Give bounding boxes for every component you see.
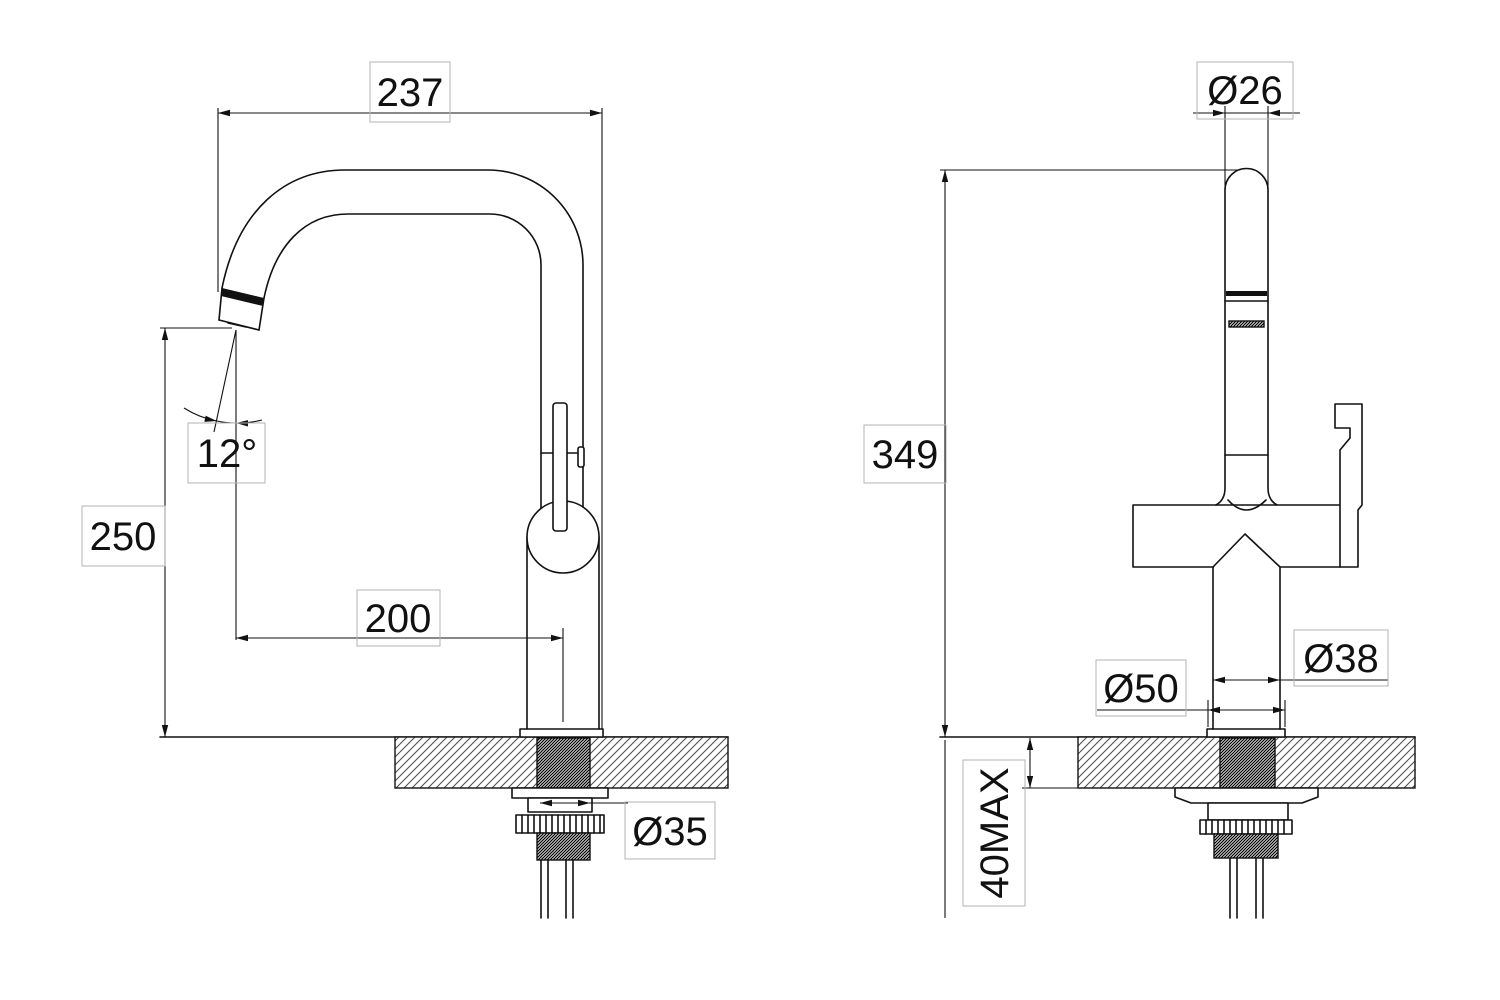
total-height-label: 349 [872, 433, 939, 477]
side-mounting-flange [519, 728, 604, 738]
front-spout-base-curve [1227, 499, 1267, 511]
body-diameter-label: Ø38 [1303, 637, 1379, 681]
base-diameter-dimension: Ø50 [1095, 659, 1286, 727]
counter-thickness-label: 40MAX [973, 767, 1017, 898]
side-fixing-nut [515, 814, 605, 834]
reach-label: 237 [377, 71, 444, 115]
body-diameter-label-box [1293, 629, 1389, 687]
spout-offset-label: 200 [365, 597, 432, 641]
side-fixing-nut-ribs [521, 814, 601, 834]
spout-diameter-label: Ø26 [1207, 69, 1283, 113]
spout-angle-label-box [187, 422, 266, 484]
front-stud-collar [1207, 802, 1289, 821]
base-diameter-label-box [1095, 659, 1187, 717]
front-aerator-mesh [1228, 320, 1265, 328]
side-view [159, 169, 729, 919]
spout-height-label: 250 [90, 515, 157, 559]
reach-dimension: 237 [217, 61, 603, 729]
front-threaded-stud [1213, 833, 1279, 859]
front-lever-handle [1334, 403, 1363, 568]
spout-angle-dimension: 12° [183, 329, 266, 640]
shank-diameter-label-box [624, 801, 716, 860]
front-body-chamfer [1212, 533, 1281, 568]
front-crossbar [1132, 504, 1341, 568]
spout-outer-contour [221, 169, 584, 508]
spout-angle-slanted-line [213, 329, 237, 433]
base-diameter-label: Ø50 [1103, 667, 1179, 711]
spout-angle-label: 12° [197, 432, 258, 476]
side-threaded-stud [536, 832, 591, 861]
front-mounting-flange [1206, 728, 1286, 738]
spout-angle-arc-left [183, 407, 217, 422]
body-diameter-dimension: Ø38 [1213, 629, 1389, 687]
spout-offset-label-box [356, 589, 441, 647]
spout-height-label-box [81, 505, 166, 567]
front-fixing-nut-ribs [1205, 819, 1285, 835]
reach-label-box [369, 61, 451, 123]
front-supply-hoses [1229, 857, 1264, 919]
spout-inner-contour [263, 213, 542, 509]
spout-offset-dimension: 200 [236, 589, 563, 647]
front-shank-threads [1219, 737, 1276, 789]
front-mounting-plate [1174, 787, 1319, 804]
spout-diameter-dimension: Ø26 [1193, 61, 1300, 186]
counter-thickness-label-box [962, 759, 1026, 907]
shank-diameter-label: Ø35 [632, 810, 708, 854]
total-height-label-box [863, 424, 947, 484]
counter-thickness-dimension: 40MAX [944, 738, 1078, 918]
side-shank-threads [536, 737, 591, 789]
spout-height-dimension: 250 [81, 327, 232, 737]
aerator-ring [221, 288, 264, 306]
front-aerator-ring [1226, 291, 1267, 296]
front-view [939, 167, 1416, 919]
front-spout-tube [1215, 167, 1278, 506]
lever-handle [552, 402, 568, 532]
side-washer-collar [527, 797, 593, 813]
spout-diameter-label-box [1196, 61, 1294, 120]
shank-diameter-dimension: Ø35 [540, 799, 716, 860]
spout-tip-end [218, 319, 260, 331]
side-supply-hoses [540, 859, 574, 919]
side-washer [511, 787, 609, 799]
total-height-dimension: 349 [863, 169, 1240, 737]
lever-knob [577, 446, 585, 468]
